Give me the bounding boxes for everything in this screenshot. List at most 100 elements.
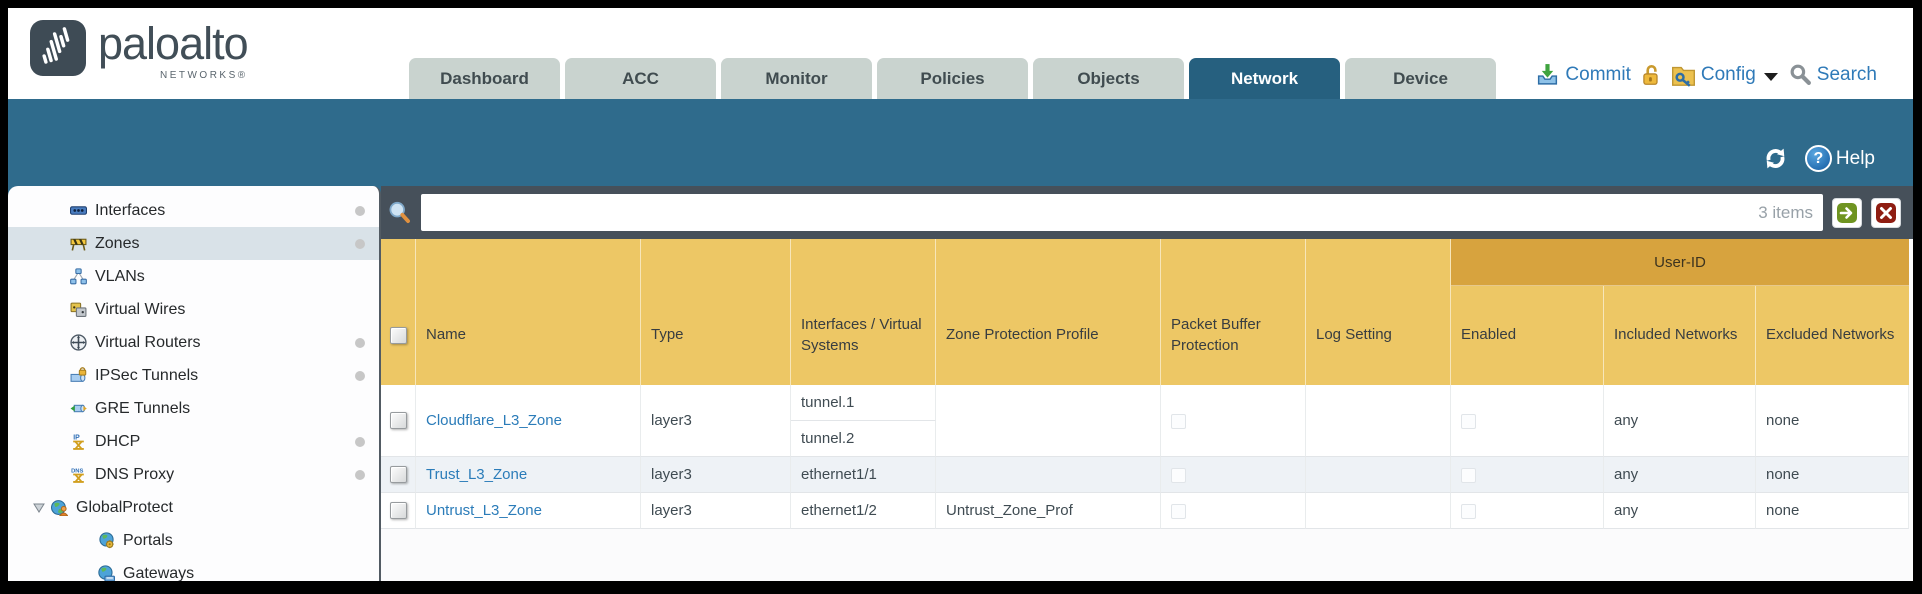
group-header-row: User-ID <box>381 239 1910 286</box>
zone-protection-profile <box>936 385 1161 457</box>
zone-name-link[interactable]: Untrust_L3_Zone <box>426 502 542 519</box>
item-dot <box>355 238 365 249</box>
col-header-name[interactable]: Name <box>416 286 641 385</box>
tab-device[interactable]: Device <box>1345 58 1496 99</box>
chevron-down-icon <box>1763 72 1778 81</box>
search-icon <box>1790 64 1811 85</box>
help-button[interactable]: ? Help <box>1804 145 1875 172</box>
tab-objects[interactable]: Objects <box>1033 58 1184 99</box>
app-window: paloalto NETWORKS® Dashboard ACC Monitor… <box>8 8 1913 581</box>
sidebar-item-ipsec-tunnels[interactable]: IPSec Tunnels <box>8 359 379 392</box>
user-id-enabled-checkbox[interactable] <box>1461 503 1476 519</box>
sidebar-item-label: Virtual Wires <box>95 300 186 318</box>
sidebar-item-virtual-wires[interactable]: Virtual Wires <box>8 293 379 326</box>
select-all-header <box>381 286 416 385</box>
virtual-routers-icon <box>70 334 87 351</box>
row-checkbox[interactable] <box>389 412 407 430</box>
user-id-enabled-checkbox[interactable] <box>1461 413 1476 429</box>
sidebar-item-gateways[interactable]: Gateways <box>8 557 379 581</box>
globalprotect-icon <box>51 500 68 516</box>
expander-triangle-icon[interactable] <box>33 503 45 513</box>
config-menu-button[interactable]: Config <box>1671 63 1780 87</box>
log-setting <box>1306 493 1451 529</box>
tab-monitor[interactable]: Monitor <box>721 58 872 99</box>
sidebar-item-vlans[interactable]: VLANs <box>8 260 379 293</box>
included-networks: any <box>1604 385 1756 457</box>
sidebar-item-portals[interactable]: Portals <box>8 524 379 557</box>
green-arrow-icon <box>1837 202 1857 223</box>
row-checkbox[interactable] <box>389 502 407 520</box>
col-header-packet-buffer-protection[interactable]: Packet Buffer Protection <box>1161 286 1306 385</box>
tab-acc[interactable]: ACC <box>565 58 716 99</box>
col-header-zone-protection-profile[interactable]: Zone Protection Profile <box>936 286 1161 385</box>
tab-dashboard[interactable]: Dashboard <box>409 58 560 99</box>
sidebar-item-label: DNS Proxy <box>95 465 175 483</box>
item-dot <box>355 469 365 480</box>
sidebar-item-label: Interfaces <box>95 201 166 219</box>
tab-policies[interactable]: Policies <box>877 58 1028 99</box>
top-bar: paloalto NETWORKS® Dashboard ACC Monitor… <box>8 8 1913 99</box>
sidebar-item-interfaces[interactable]: Interfaces <box>8 194 379 227</box>
search-label: Search <box>1816 63 1877 85</box>
col-header-enabled[interactable]: Enabled <box>1451 286 1604 385</box>
sidebar-item-globalprotect[interactable]: GlobalProtect <box>8 491 379 524</box>
virtual-wires-icon <box>70 302 87 317</box>
zone-interface: tunnel.2 <box>791 421 936 457</box>
help-label: Help <box>1835 147 1875 169</box>
sidebar-item-label: VLANs <box>95 267 145 285</box>
col-header-log-setting[interactable]: Log Setting <box>1306 286 1451 385</box>
apply-filter-button[interactable] <box>1832 197 1862 228</box>
sidebar-item-dhcp[interactable]: IP DHCP <box>8 425 379 458</box>
packet-buffer-checkbox[interactable] <box>1171 503 1186 519</box>
portals-icon <box>99 532 114 549</box>
filter-input[interactable] <box>421 194 1759 231</box>
sidebar-item-virtual-routers[interactable]: Virtual Routers <box>8 326 379 359</box>
sidebar-item-label: DHCP <box>95 432 141 450</box>
lock-icon[interactable] <box>1640 63 1662 87</box>
sidebar-item-zones[interactable]: Zones <box>8 227 379 260</box>
sidebar-item-dns-proxy[interactable]: DNS DNS Proxy <box>8 458 379 491</box>
col-header-included-networks[interactable]: Included Networks <box>1604 286 1756 385</box>
user-id-group-header: User-ID <box>1451 239 1910 286</box>
zone-interface: ethernet1/1 <box>791 457 936 493</box>
filter-field: 3 items <box>421 194 1823 231</box>
main-nav-tabs: Dashboard ACC Monitor Policies Objects N… <box>409 58 1496 99</box>
zone-name-link[interactable]: Cloudflare_L3_Zone <box>426 412 562 429</box>
col-header-interfaces[interactable]: Interfaces / Virtual Systems <box>791 286 936 385</box>
included-networks: any <box>1604 457 1756 493</box>
content-area: 3 items <box>381 186 1913 581</box>
user-id-enabled-checkbox[interactable] <box>1461 467 1476 483</box>
dns-proxy-icon: DNS <box>71 468 84 483</box>
excluded-networks: none <box>1756 385 1910 457</box>
row-checkbox[interactable] <box>389 466 407 484</box>
select-all-checkbox[interactable] <box>389 326 407 344</box>
filter-search-icon <box>389 201 410 223</box>
commit-button[interactable]: Commit <box>1535 62 1631 87</box>
zones-table-wrap: User-ID Name Type Interfaces / Virtual S… <box>381 239 1913 581</box>
gateways-icon <box>98 565 115 581</box>
sidebar-item-gre-tunnels[interactable]: GRE Tunnels <box>8 392 379 425</box>
item-dot <box>355 436 365 447</box>
commit-icon <box>1538 64 1558 85</box>
zone-type: layer3 <box>641 493 791 529</box>
zone-name-link[interactable]: Trust_L3_Zone <box>426 466 528 483</box>
table-row: Untrust_L3_Zone layer3 ethernet1/2 Untru… <box>381 493 1910 529</box>
table-subrow: tunnel.2 <box>381 421 1909 457</box>
clear-filter-button[interactable] <box>1871 197 1901 228</box>
packet-buffer-checkbox[interactable] <box>1171 467 1186 483</box>
included-networks: any <box>1604 493 1756 529</box>
tab-network[interactable]: Network <box>1189 58 1340 99</box>
sidebar-item-label: IPSec Tunnels <box>95 366 199 384</box>
gre-tunnels-icon <box>70 404 87 413</box>
col-header-type[interactable]: Type <box>641 286 791 385</box>
search-button[interactable]: Search <box>1789 63 1877 86</box>
excluded-networks: none <box>1756 457 1910 493</box>
zone-interface: tunnel.1 <box>791 385 936 421</box>
item-dot <box>355 337 365 348</box>
col-header-excluded-networks[interactable]: Excluded Networks <box>1756 286 1910 385</box>
item-dot <box>355 205 365 216</box>
packet-buffer-checkbox[interactable] <box>1171 413 1186 429</box>
network-sidebar: Interfaces Zones <box>8 186 381 581</box>
brand-sub: NETWORKS® <box>159 70 248 81</box>
refresh-icon[interactable] <box>1762 145 1789 172</box>
